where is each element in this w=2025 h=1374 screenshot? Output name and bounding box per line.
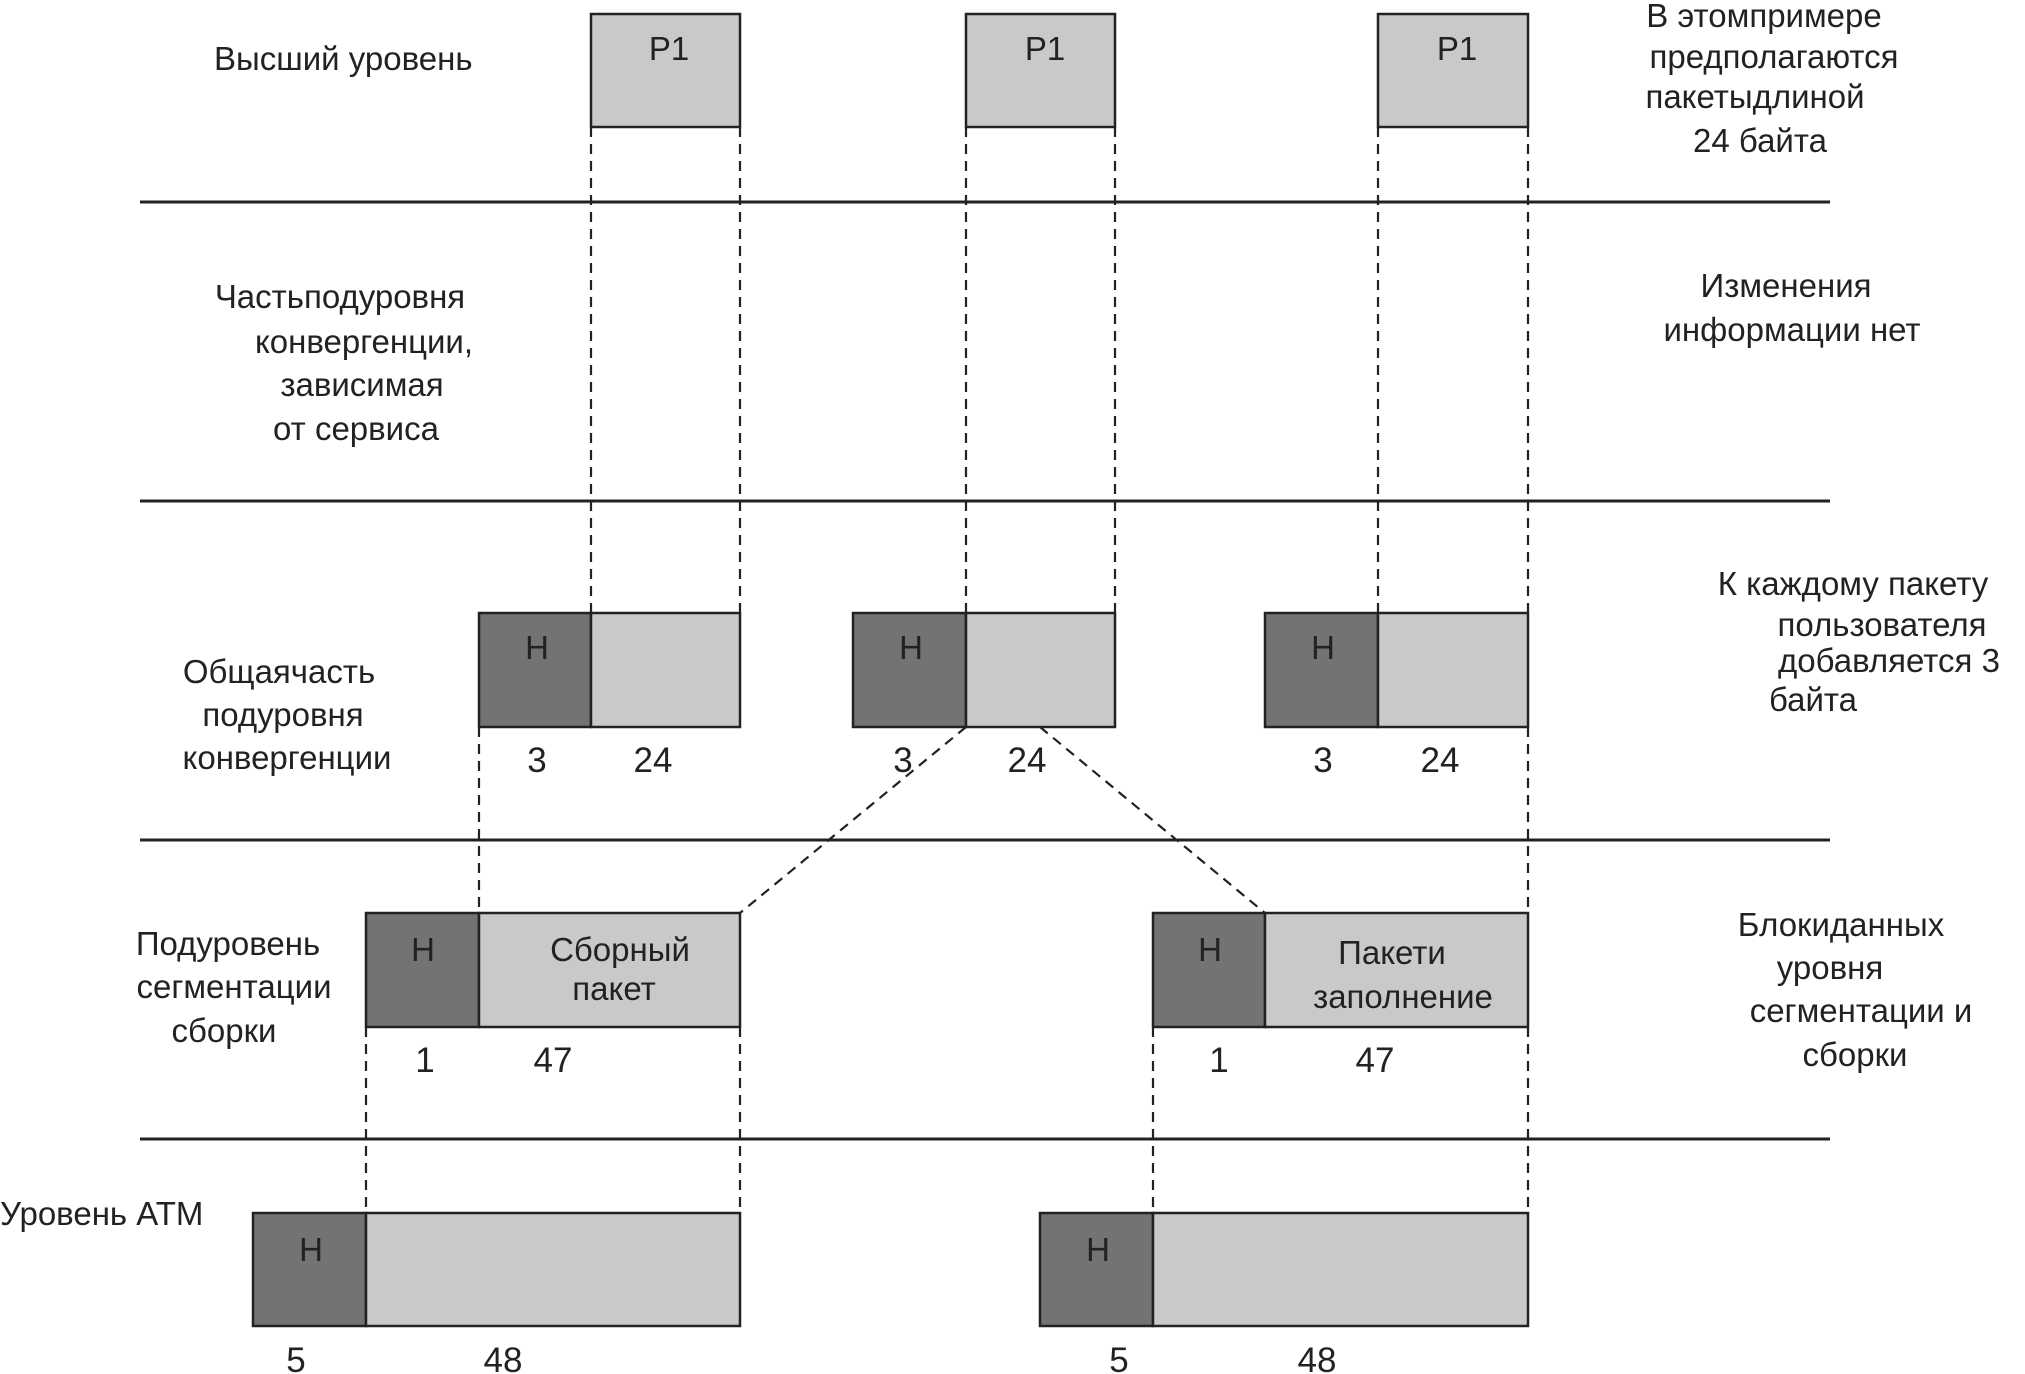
svg-text:Подуровень: Подуровень	[136, 925, 320, 962]
svg-text:пользователя: пользователя	[1778, 606, 1987, 643]
cs-payload-size: 24	[634, 741, 673, 780]
p1-packet-2: P1	[964, 12, 1117, 129]
svg-text:конвергенции,: конвергенции,	[255, 323, 473, 360]
sar-payload-size: 47	[534, 1041, 573, 1080]
header-label: H	[1198, 931, 1222, 968]
p1-packet-1: P1	[589, 12, 742, 129]
atm-level-label: Уровень АТМ	[0, 1195, 203, 1232]
sar-note: Блокиданных уровня сегментации и сборки	[1738, 906, 1973, 1073]
sar-payload-line-2: пакет	[572, 970, 655, 1007]
header-label: H	[525, 629, 549, 666]
cs-common-label: Общаячасть подуровня конвергенции	[183, 653, 392, 776]
cs-header-size: 3	[527, 741, 546, 780]
atm-cell-2: H 5 48	[1038, 1211, 1530, 1374]
header-label: H	[299, 1231, 323, 1268]
svg-text:зависимая: зависимая	[280, 366, 443, 403]
atm-payload-size: 48	[1298, 1341, 1337, 1374]
svg-text:24 байта: 24 байта	[1693, 122, 1828, 159]
svg-text:конвергенции: конвергенции	[183, 739, 392, 776]
upper-level-note: В этомпримере предполагаются пакетыдлино…	[1645, 0, 1898, 159]
dashed-connectors	[364, 127, 1530, 1213]
sar-header-size: 1	[415, 1041, 434, 1080]
svg-text:добавляется 3: добавляется 3	[1778, 642, 2000, 679]
svg-text:сборки: сборки	[172, 1012, 277, 1049]
header-label: H	[899, 629, 923, 666]
header-label: H	[1086, 1231, 1110, 1268]
svg-text:В этомпримере: В этомпримере	[1646, 0, 1881, 34]
sar-payload-line-2: заполнение	[1313, 978, 1493, 1015]
sar-header-size: 1	[1209, 1041, 1228, 1080]
sar-label: Подуровень сегментации сборки	[136, 925, 332, 1049]
svg-text:предполагаются: предполагаются	[1649, 38, 1898, 75]
svg-text:Изменения: Изменения	[1701, 267, 1872, 304]
header-label: H	[1311, 629, 1335, 666]
p1-label: P1	[1025, 30, 1065, 67]
cs-payload-size: 24	[1008, 741, 1047, 780]
svg-text:Общаячасть: Общаячасть	[183, 653, 375, 690]
cs-payload-size: 24	[1421, 741, 1460, 780]
cs-header-size: 3	[1313, 741, 1332, 780]
cs-pdu-3: H 3 24	[1263, 611, 1530, 780]
svg-text:подуровня: подуровня	[202, 696, 363, 733]
header-label: H	[411, 931, 435, 968]
cs-service-note: Изменения информации нет	[1663, 267, 1920, 348]
svg-text:сегментации и: сегментации и	[1750, 992, 1973, 1029]
cs-pdu-1: H 3 24	[477, 611, 742, 780]
cs-common-note: К каждому пакету пользователя добавляетс…	[1718, 565, 2000, 718]
sar-payload-line-1: Пакети	[1338, 934, 1446, 971]
svg-text:сегментации: сегментации	[136, 968, 331, 1005]
sar-pdu-1: H Сборный пакет 1 47	[364, 911, 742, 1080]
svg-text:сборки: сборки	[1803, 1036, 1908, 1073]
svg-text:байта: байта	[1769, 681, 1858, 718]
atm-header-size: 5	[286, 1341, 305, 1374]
atm-payload-size: 48	[484, 1341, 523, 1374]
atm-header-size: 5	[1109, 1341, 1128, 1374]
svg-text:информации нет: информации нет	[1663, 311, 1920, 348]
svg-text:пакетыдлиной: пакетыдлиной	[1645, 78, 1864, 115]
svg-text:К каждому пакету: К каждому пакету	[1718, 565, 1989, 602]
svg-text:от сервиса: от сервиса	[273, 410, 440, 447]
atm-cell-1: H 5 48	[251, 1211, 742, 1374]
upper-level-label: Высший уровень	[214, 40, 473, 77]
cs-header-size: 3	[893, 741, 912, 780]
sar-payload-size: 47	[1356, 1041, 1395, 1080]
p1-label: P1	[1437, 30, 1477, 67]
svg-text:Блокиданных: Блокиданных	[1738, 906, 1945, 943]
sar-pdu-2: H Пакети заполнение 1 47	[1151, 911, 1530, 1080]
svg-text:Частьподуровня: Частьподуровня	[215, 278, 465, 315]
svg-text:уровня: уровня	[1777, 949, 1883, 986]
p1-label: P1	[649, 30, 689, 67]
cs-service-label: Частьподуровня конвергенции, зависимая о…	[215, 278, 473, 447]
cs-pdu-2: H 3 24	[851, 611, 1117, 780]
sar-payload-line-1: Сборный	[550, 931, 690, 968]
p1-packet-3: P1	[1376, 12, 1530, 129]
